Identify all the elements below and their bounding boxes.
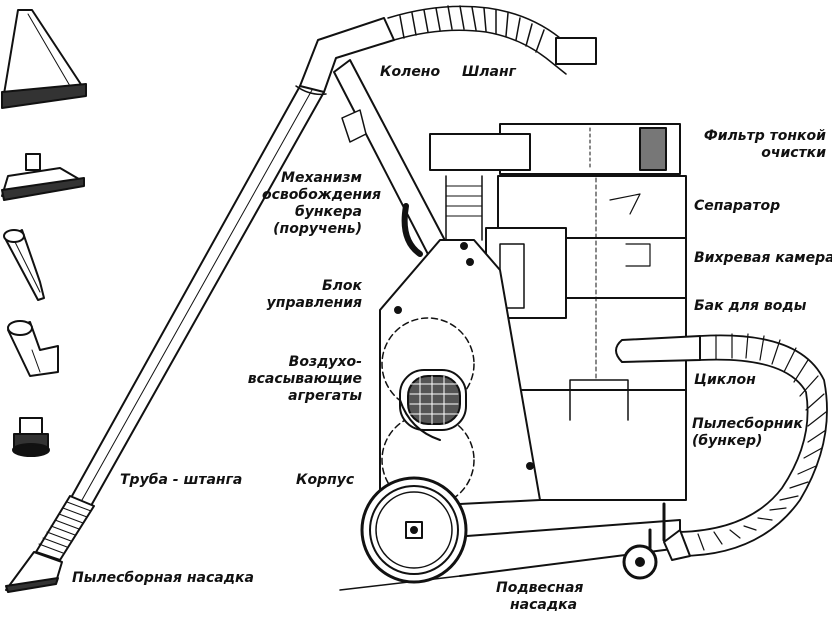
label-mechanism: Механизм освобождения бункера (поручень) [262, 170, 381, 238]
label-water-tank: Бак для воды [694, 298, 807, 314]
label-separator: Сепаратор [694, 198, 781, 214]
label-control-block: Блок управления [262, 278, 362, 312]
flat-nozzle-icon [1, 153, 85, 201]
label-mechanism-line-1: Механизм [281, 170, 362, 186]
label-control-block-line-1: Блок [321, 278, 362, 294]
label-floor-nozzle: Пылесборная насадка [72, 570, 254, 586]
label-wand-tube: Труба - штанга [120, 472, 243, 488]
crevice-nozzle-icon [3, 229, 45, 301]
base-frame [339, 502, 681, 591]
wide-nozzle-icon [1, 9, 87, 109]
label-dust-collector-line-2: (бункер) [692, 433, 763, 449]
label-air-intake-line-1: Воздухо- [288, 354, 362, 370]
label-shlang: Шланг [462, 64, 516, 80]
label-control-block-line-2: управления [266, 295, 362, 311]
label-air-intake: Воздухо- всасывающие агрегаты [232, 354, 362, 405]
label-dust-collector-line-1: Пылесборник [692, 416, 803, 432]
label-hanging-nozzle-line-1: Подвесная [496, 580, 584, 596]
label-hanging-nozzle: Подвесная насадка [496, 580, 583, 614]
label-body: Корпус [296, 472, 355, 488]
label-dust-collector: Пылесборник (бункер) [692, 416, 803, 450]
label-filter: Фильтр тонкой очистки [690, 128, 826, 162]
label-koleno: Колено [380, 64, 441, 80]
label-air-intake-line-3: агрегаты [288, 388, 362, 404]
label-mechanism-line-2: освобождения [262, 187, 381, 203]
round-brush-icon [12, 417, 50, 457]
air-intake-grill [399, 369, 467, 441]
label-hanging-nozzle-line-2: насадка [510, 597, 578, 613]
elbow-nozzle-icon [7, 320, 59, 377]
upper-hose [387, 5, 597, 75]
main-wheel [360, 476, 468, 584]
wand-tube [5, 85, 325, 593]
label-mechanism-line-3: бункера [294, 204, 362, 220]
label-mechanism-line-4: (поручень) [273, 221, 362, 237]
caster-wheel [622, 544, 658, 580]
side-hose [615, 333, 828, 561]
label-air-intake-line-2: всасывающие [247, 371, 362, 387]
label-vortex-chamber: Вихревая камера [694, 250, 832, 266]
label-filter-line-2: очистки [761, 145, 826, 161]
label-filter-line-1: Фильтр тонкой [703, 128, 826, 144]
label-cyclone: Циклон [694, 372, 756, 388]
